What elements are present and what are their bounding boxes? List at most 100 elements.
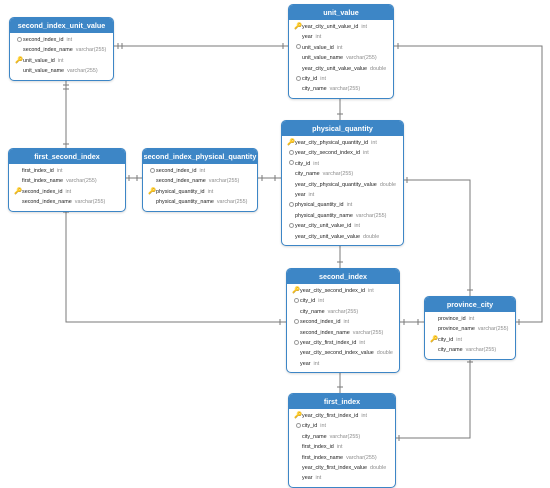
field-name: year [300,360,311,367]
fk-icon [287,221,295,231]
field-name: second_index_name [156,178,206,185]
field-name: city_id [300,298,316,305]
key-icon: 🔑 [14,187,23,195]
field-name: first_index_id [302,444,334,451]
key-icon: 🔑 [294,412,303,419]
field-type: varchar(255) [322,171,354,178]
field-type: int [361,413,368,419]
field-name: unit_value_name [302,55,344,62]
field-name: year [295,191,306,198]
field-name: city_name [438,347,463,354]
field-type: varchar(255) [75,47,107,54]
table-title: first_second_index [9,149,125,164]
field-type: varchar(255) [66,178,97,185]
field-type: int [313,160,319,167]
table-physical-quantity[interactable]: physical_quantity 🔑year_city_physical_qu… [281,120,404,246]
field-name: city_name [302,433,327,440]
field-type: varchar(255) [465,347,497,354]
key-icon: 🔑 [148,187,157,195]
table-title: unit_value [289,5,393,20]
field-type: double [370,464,387,471]
field-type: int [336,44,343,51]
field-name: second_index_id [156,168,197,174]
field-type: varchar(255) [329,86,361,93]
field-name: physical_quantity_name [295,212,353,219]
fk-icon [15,35,23,45]
field-name: province_name [438,326,475,333]
relation-first-index-province-city [394,356,471,439]
fk-icon [294,74,302,84]
field-type: int [315,475,322,482]
field-type: int [336,444,343,451]
field-type: int [359,339,366,346]
field-name: physical_quantity_id [295,202,344,209]
table-second-index-physical-quantity[interactable]: second_index_physical_quantity second_in… [142,148,258,212]
field-name: year [302,475,313,482]
field-name: city_id [302,423,318,430]
field-name: unit_value_id [23,57,55,64]
key-icon: 🔑 [292,287,301,294]
table-title: second_index [287,269,399,284]
field-name: second_index_name [22,199,72,206]
field-type: varchar(255) [346,454,377,461]
field-type: int [199,168,206,174]
field-type: int [56,168,63,174]
table-title: second_index_physical_quantity [143,149,257,164]
field-type: varchar(255) [346,55,377,62]
